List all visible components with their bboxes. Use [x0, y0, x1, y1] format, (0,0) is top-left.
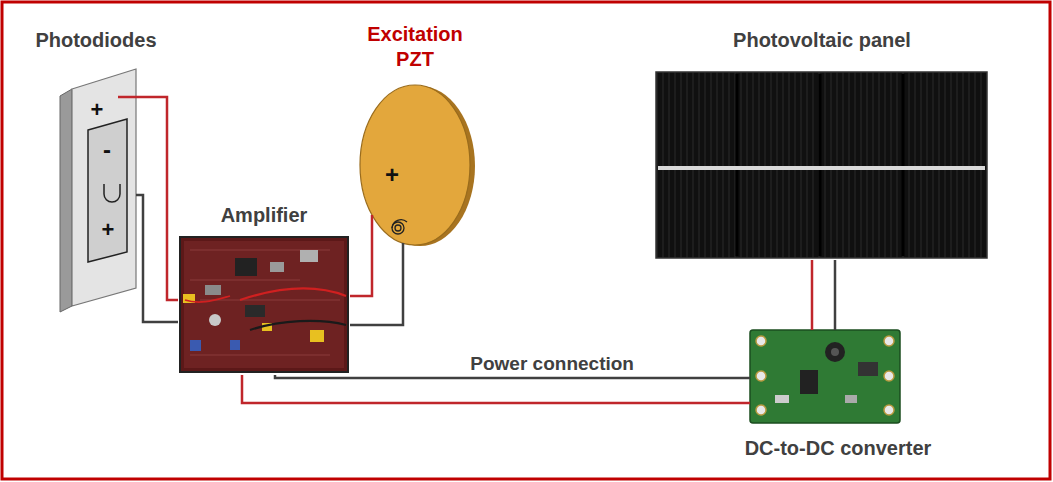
- wire-stub: [811, 326, 814, 330]
- polarity-mark: +: [385, 162, 399, 188]
- label-holder: Power connection: [467, 353, 637, 375]
- pzt-disc: [360, 85, 475, 246]
- solar-panel: [656, 72, 987, 258]
- wire-stub: [118, 96, 162, 99]
- wire-stub: [722, 377, 750, 380]
- wire: [811, 260, 814, 326]
- wire-stub: [722, 402, 750, 405]
- wire: [834, 260, 837, 326]
- component-title: Photodiodes: [30, 28, 162, 53]
- wire: [242, 375, 722, 403]
- wire: [350, 250, 403, 325]
- converter-board: [750, 330, 900, 423]
- wire: [162, 97, 178, 300]
- component-node: Photodiodes: [30, 28, 162, 308]
- component-node: Amplifier: [178, 203, 350, 375]
- component-node: DC-to-DC converter: [722, 326, 954, 468]
- amplifier-board: [180, 237, 348, 372]
- wire: [275, 375, 722, 378]
- wire-label: Power connection: [467, 353, 637, 375]
- wire-stub: [834, 326, 837, 330]
- wire: [350, 250, 372, 296]
- polarity-mark: +: [102, 218, 115, 242]
- polarity-mark: -: [103, 137, 111, 163]
- label-holder: +: [102, 218, 115, 242]
- component-node: Excitation PZT: [355, 22, 475, 250]
- photodiode-figure: [60, 69, 136, 312]
- wire: [143, 308, 178, 322]
- wire-stub: [136, 195, 143, 308]
- component-title: Photovoltaic panel: [652, 28, 992, 53]
- label-holder: -: [103, 137, 111, 163]
- wire-stub: [402, 243, 405, 250]
- component-title: Excitation PZT: [355, 22, 475, 72]
- label-holder: +: [385, 162, 399, 188]
- polarity-mark: +: [91, 98, 104, 122]
- label-holder: +: [91, 98, 104, 122]
- wire-stub: [371, 215, 374, 250]
- component-title: Amplifier: [178, 203, 350, 228]
- component-node: Photovoltaic panel: [652, 28, 992, 260]
- component-title: DC-to-DC converter: [722, 436, 954, 461]
